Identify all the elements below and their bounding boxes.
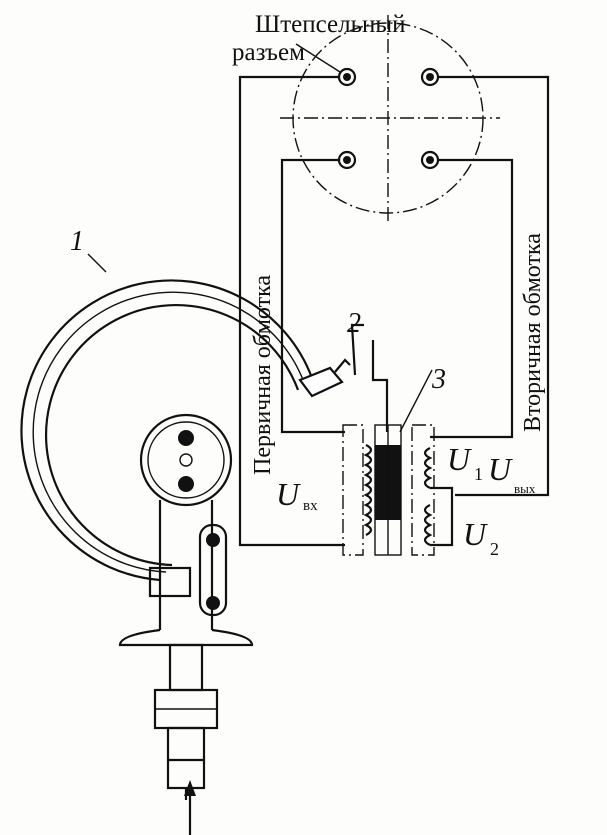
sensor-body <box>118 413 254 835</box>
u1-label: U <box>447 441 472 477</box>
plug-connector <box>280 15 500 225</box>
u1-subscript: 1 <box>474 464 483 484</box>
u2-subscript: 2 <box>490 539 499 559</box>
connector-pins <box>337 67 440 170</box>
differential-transformer <box>342 369 454 556</box>
part-label-2: 2 <box>347 308 361 339</box>
bourdon-tube <box>20 279 364 582</box>
u-in-subscript: вх <box>303 498 318 514</box>
u-in-label: U <box>276 476 301 512</box>
u-out-label: U <box>488 451 513 487</box>
wiring <box>238 75 550 547</box>
secondary-winding-label: Вторичная обмотка <box>520 233 546 432</box>
part-label-3: 3 <box>431 364 446 395</box>
pressure-arrow-icon <box>184 780 196 796</box>
primary-winding-label: Первичная обмотка <box>250 275 276 475</box>
connector-label: Штепсельный <box>255 11 406 38</box>
connector-label-2: разъем <box>232 39 305 66</box>
u2-label: U <box>463 516 488 552</box>
part-label-1: 1 <box>70 226 84 257</box>
u-out-subscript: вых <box>514 481 536 496</box>
